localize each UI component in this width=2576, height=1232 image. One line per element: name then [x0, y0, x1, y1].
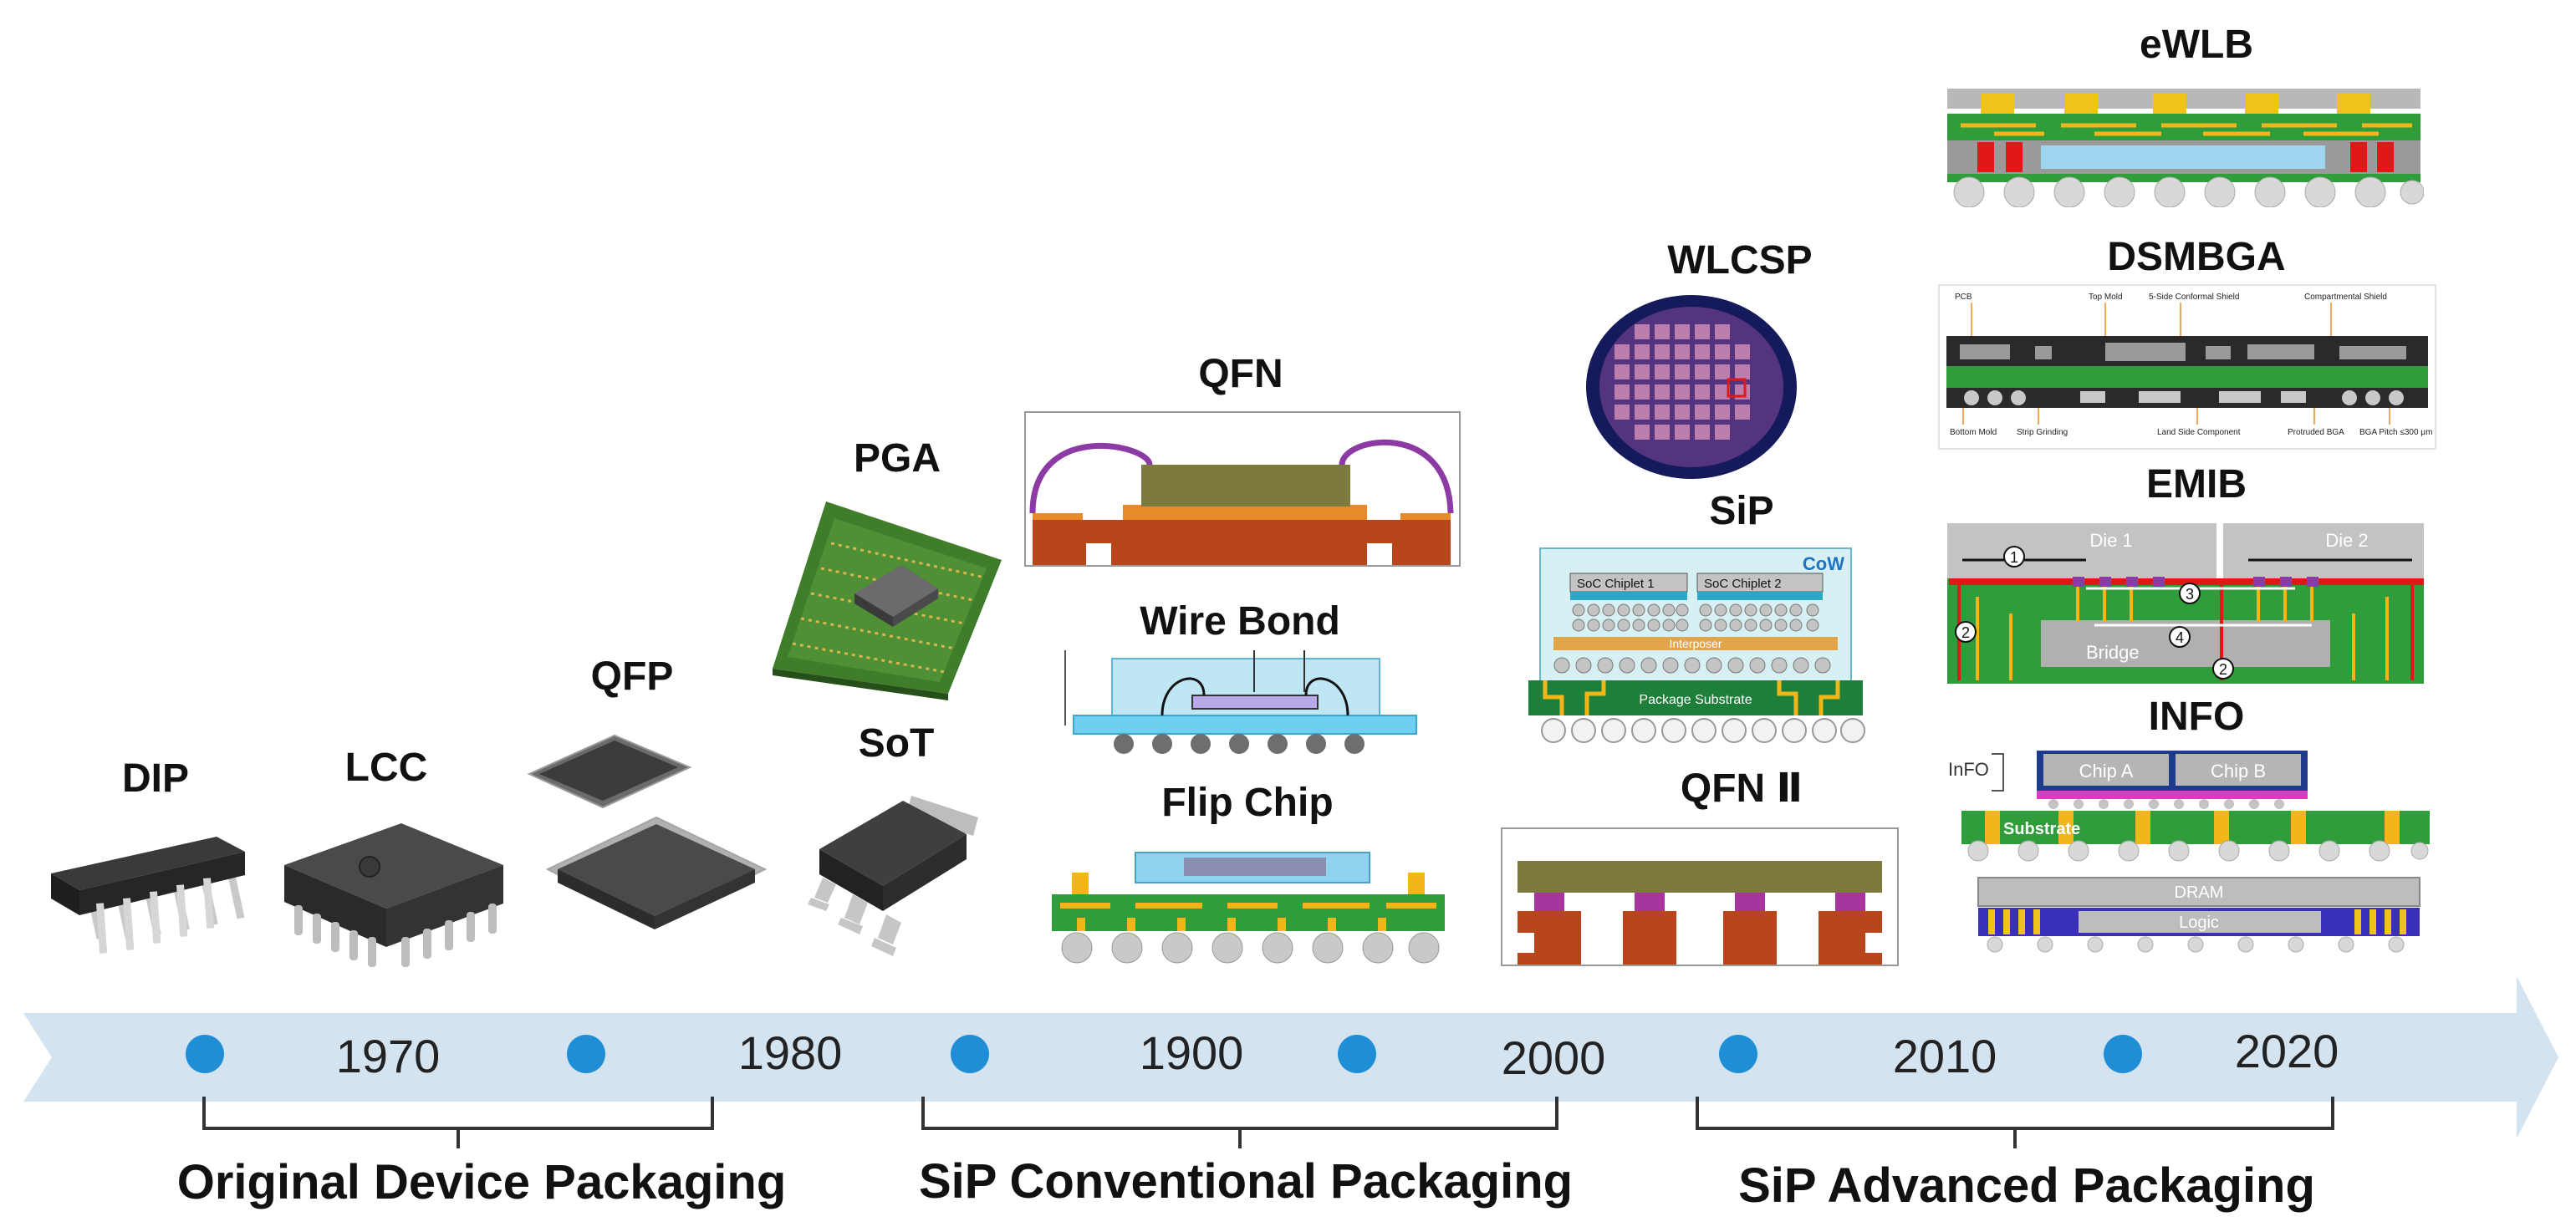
emib-marker-2b: 2 [2219, 661, 2227, 678]
sip-cow-label: CoW [1803, 553, 1844, 574]
package-label-info: INFO [2148, 695, 2245, 739]
sip-chiplet1-label: SoC Chiplet 1 [1577, 577, 1655, 591]
dsmbga-protruded-label: Protruded BGA [2288, 428, 2344, 437]
qfn-package-image [1024, 411, 1461, 567]
package-label-qfn: QFN [1198, 352, 1283, 396]
timeline-dot [1338, 1035, 1376, 1073]
year-label: 2020 [2234, 1025, 2339, 1077]
dsmbga-conformal-label: 5-Side Conformal Shield [2149, 293, 2239, 302]
package-label-qfp: QFP [590, 654, 674, 699]
package-label-emib: EMIB [2146, 462, 2247, 507]
year-label: 1900 [1139, 1026, 1244, 1079]
dsmbga-pitch-label: BGA Pitch ≤300 μm [2359, 428, 2432, 437]
year-label: 2010 [1892, 1030, 1997, 1082]
info-substrate-label: Substrate [2003, 820, 2080, 838]
dsmbga-land-side-label: Land Side Component [2157, 428, 2241, 437]
year-label: 1970 [335, 1030, 441, 1082]
dsmbga-strip-label: Strip Grinding [2017, 428, 2068, 437]
dsmbga-bottom-mold-label: Bottom Mold [1950, 428, 1997, 437]
dip-package-image [51, 837, 245, 954]
emib-die1-label: Die 1 [2089, 530, 2132, 551]
emib-marker-3: 3 [2186, 586, 2194, 603]
package-label-qfn2: QFN Ⅱ [1680, 766, 1803, 811]
dsmbga-pcb-label: PCB [1955, 293, 1972, 302]
era-label-original: Original Device Packaging [176, 1155, 787, 1209]
flip-chip-package-image [1052, 852, 1445, 964]
pga-package-image [773, 501, 1002, 700]
timeline-dot [951, 1035, 989, 1073]
emib-bridge-label: Bridge [2086, 642, 2140, 663]
sot-package-image [808, 796, 978, 956]
qfn2-package-image [1501, 827, 1899, 966]
qfp-package-image [527, 734, 768, 929]
info-chip-a-label: Chip A [2079, 761, 2134, 781]
year-label: 1980 [737, 1026, 843, 1079]
sip-chiplet2-label: SoC Chiplet 2 [1704, 577, 1782, 591]
dsmbga-top-mold-label: Top Mold [2089, 293, 2123, 302]
timeline-dot [2104, 1035, 2142, 1073]
package-label-pga: PGA [853, 436, 941, 481]
wire-bond-package-image [1064, 650, 1417, 754]
era-label-advanced: SiP Advanced Packaging [1738, 1158, 2315, 1213]
package-label-sip: SiP [1709, 489, 1774, 533]
sip-package-image: CoW SoC Chiplet 1 SoC Chiplet 2 Interpos… [1528, 547, 1865, 743]
info-chip-b-label: Chip B [2211, 761, 2266, 781]
package-label-dip: DIP [121, 756, 190, 801]
package-label-lcc: LCC [344, 746, 428, 790]
emib-marker-4: 4 [2176, 629, 2184, 646]
timeline-dot [1719, 1035, 1757, 1073]
year-label: 2000 [1501, 1031, 1606, 1084]
package-label-sot: SoT [858, 721, 935, 766]
info-dram-label: DRAM [2175, 883, 2224, 902]
ewlb-package-image [1947, 89, 2424, 207]
era-brackets [202, 1097, 2334, 1148]
package-label-dsmbga: DSMBGA [2107, 235, 2286, 279]
emib-package-image: Die 1 Die 2 Bridge 1 2 3 4 2 [1947, 523, 2424, 684]
timeline-dot [567, 1035, 605, 1073]
era-label-conventional: SiP Conventional Packaging [918, 1154, 1574, 1209]
emib-marker-1: 1 [2010, 549, 2018, 566]
dsmbga-compartmental-label: Compartmental Shield [2304, 293, 2387, 302]
emib-die2-label: Die 2 [2325, 530, 2368, 551]
wlcsp-wafer-image [1586, 295, 1797, 479]
info-logic-label: Logic [2179, 914, 2219, 932]
sip-interposer-label: Interposer [1669, 637, 1722, 650]
info-info-label: InFO [1948, 759, 1989, 780]
lcc-package-image [284, 823, 503, 967]
info-package-image: InFO Chip A Chip B Substrate DRAM Logic [1948, 751, 2430, 953]
timeline-arrow [23, 976, 2558, 1138]
dsmbga-package-image: PCB Top Mold 5-Side Conformal Shield Com… [1938, 284, 2436, 450]
package-label-ewlb: eWLB [2140, 23, 2253, 67]
timeline-dot [186, 1035, 224, 1073]
sip-substrate-label: Package Substrate [1639, 693, 1752, 707]
emib-marker-2: 2 [1961, 624, 1970, 641]
package-label-flip-chip: Flip Chip [1161, 781, 1334, 825]
package-label-wire-bond: Wire Bond [1140, 599, 1340, 644]
package-label-wlcsp: WLCSP [1667, 238, 1813, 283]
